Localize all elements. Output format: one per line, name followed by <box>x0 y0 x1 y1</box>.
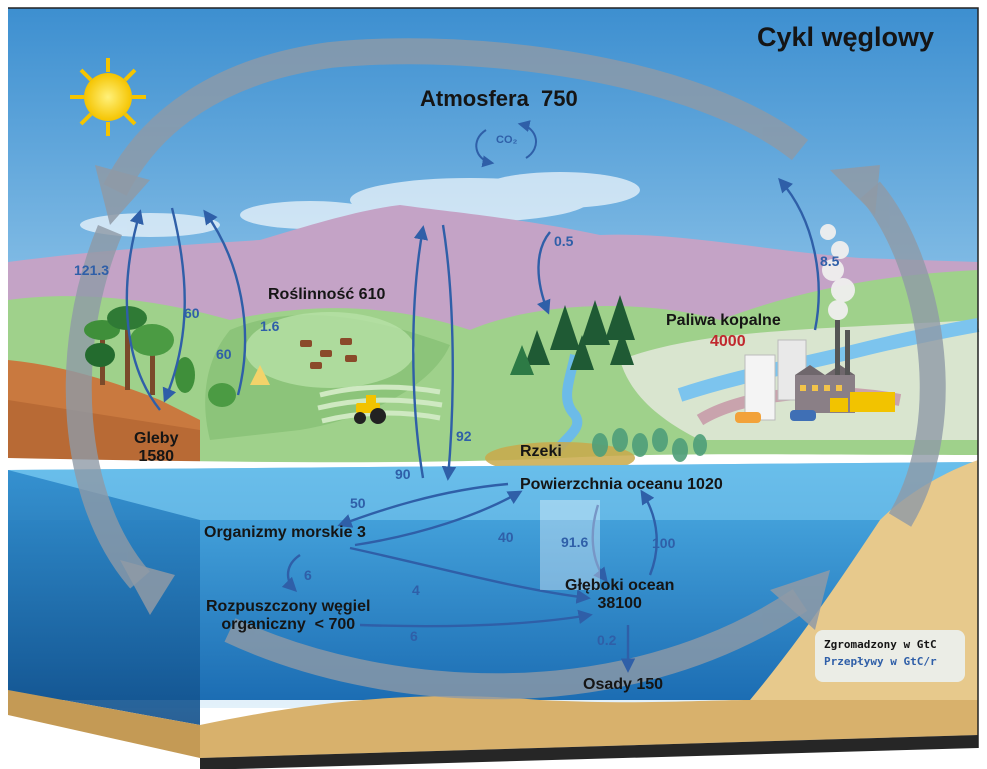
flux-surface-to-deep: 91.6 <box>561 534 588 550</box>
rivers-label: Rzeki <box>520 443 562 461</box>
soils-name: Gleby <box>134 430 178 448</box>
flux-doc-to-deep: 6 <box>410 628 418 644</box>
marine-life-label: Organizmy morskie 3 <box>204 524 366 542</box>
soils-label: Gleby 1580 <box>134 430 178 467</box>
flux-surface-to-biota: 50 <box>350 495 366 511</box>
doc-label: Rozpuszczony węgiel organiczny < 700 <box>206 598 370 635</box>
vegetation-label: Roślinność 610 <box>268 286 385 304</box>
flux-deep-to-sediments: 0.2 <box>597 632 616 648</box>
flux-soil-respiration: 121.3 <box>74 262 109 278</box>
flux-rivers: 0.5 <box>554 233 573 249</box>
sun-icon <box>70 58 146 136</box>
deep-ocean-label: Głęboki ocean 38100 <box>565 577 674 614</box>
flux-land-use: 1.6 <box>260 318 279 334</box>
fossil-fuels-value: 4000 <box>710 333 746 351</box>
flux-ocean-out: 90 <box>395 466 411 482</box>
sediments-label: Osady 150 <box>583 676 663 694</box>
doc-line1: Rozpuszczony węgiel <box>206 598 370 616</box>
surface-ocean-label: Powierzchnia oceanu 1020 <box>520 476 723 494</box>
flux-deep-to-surface: 100 <box>652 535 675 551</box>
legend-fluxes: Przepływy w GtC/r <box>824 655 965 668</box>
co2-label: CO₂ <box>496 134 517 146</box>
atmosphere-label: Atmosfera 750 <box>420 86 578 111</box>
flux-fossil-emissions: 8.5 <box>820 253 839 269</box>
flux-ocean-in: 92 <box>456 428 472 444</box>
flux-veg-respiration: 60 <box>216 346 232 362</box>
legend: Zgromadzony w GtC Przepływy w GtC/r <box>815 630 965 682</box>
fossil-fuels-label: Paliwa kopalne <box>666 312 781 330</box>
soils-value: 1580 <box>134 448 178 466</box>
diagram-title: Cykl węglowy <box>757 22 934 53</box>
deep-ocean-name: Głęboki ocean <box>565 577 674 595</box>
flux-biota-to-deep: 4 <box>412 582 420 598</box>
flux-biota-to-doc: 6 <box>304 567 312 583</box>
deep-ocean-value: 38100 <box>565 595 674 613</box>
legend-stored: Zgromadzony w GtC <box>824 638 965 651</box>
doc-line2: organiczny < 700 <box>206 616 370 634</box>
flux-biota-to-surface: 40 <box>498 529 514 545</box>
flux-veg-uptake: 60 <box>184 305 200 321</box>
